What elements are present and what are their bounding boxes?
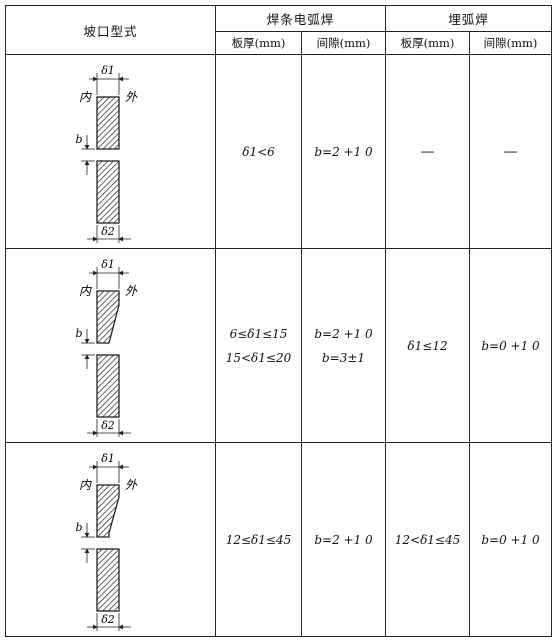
header-submerged-arc: 埋弧焊 (385, 5, 553, 32)
header-manual-arc: 焊条电弧焊 (214, 5, 387, 32)
cell-value: b=3±1 (321, 350, 366, 365)
cell-value: 15<δ1≤20 (225, 350, 292, 365)
diagram-b: b (75, 327, 82, 340)
groove-diagram-cell: δ1 内 外 b δ2 (5, 442, 216, 637)
row1-manual-gap: b=2 +1 0 (300, 54, 387, 249)
table-row: δ1 内 外 b δ2 12≤δ1≤45 (5, 442, 553, 637)
diagram-d1: δ1 (101, 64, 115, 77)
groove-diagram-square: δ1 内 外 b δ2 (75, 64, 137, 243)
diagram-outer: 外 (124, 478, 137, 492)
cell-value: δ1<6 (242, 144, 275, 159)
diagram-d1: δ1 (101, 258, 115, 271)
cell-value: b=2 +1 0 (314, 144, 373, 159)
row1-sub-gap: — (469, 54, 553, 249)
header-groove: 坡口型式 (5, 5, 216, 55)
diagram-d2: δ2 (101, 225, 115, 238)
diagram-inner: 内 (78, 90, 91, 104)
groove-diagram-bevel-land: δ1 内 外 b δ2 (75, 452, 137, 631)
cell-value: 12≤δ1≤45 (225, 532, 292, 547)
row1-manual-thickness: δ1<6 (215, 54, 302, 249)
cell-value: 6≤δ1≤15 (229, 326, 288, 341)
diagram-inner: 内 (78, 284, 91, 298)
header-sub-thickness: 板厚(mm) (385, 31, 471, 55)
diagram-b: b (75, 133, 82, 146)
row3-sub-thickness: 12<δ1≤45 (385, 442, 471, 637)
table-row: δ1 内 外 b δ2 (5, 54, 553, 249)
row3-manual-thickness: 12≤δ1≤45 (215, 442, 302, 637)
cell-value: 12<δ1≤45 (394, 532, 461, 547)
row2-sub-thickness: δ1≤12 (385, 248, 471, 443)
groove-diagram-cell: δ1 内 外 b δ2 (5, 54, 216, 249)
row2-manual-gap: b=2 +1 0 b=3±1 (300, 248, 387, 443)
table-row: δ1 内 外 b δ2 6≤δ1≤15 15 (5, 248, 553, 443)
cell-value: δ1≤12 (407, 338, 448, 353)
diagram-inner: 内 (78, 478, 91, 492)
cell-value: — (503, 143, 518, 160)
cell-value: b=0 +1 0 (481, 338, 540, 353)
diagram-b: b (75, 521, 82, 534)
row3-manual-gap: b=2 +1 0 (300, 442, 387, 637)
cell-value: b=2 +1 0 (314, 326, 373, 341)
diagram-outer: 外 (124, 284, 137, 298)
row2-sub-gap: b=0 +1 0 (469, 248, 553, 443)
header-manual-gap: 间隙(mm) (300, 31, 387, 55)
diagram-outer: 外 (124, 90, 137, 104)
diagram-d1: δ1 (101, 452, 115, 465)
header-sub-gap: 间隙(mm) (469, 31, 553, 55)
row2-manual-thickness: 6≤δ1≤15 15<δ1≤20 (215, 248, 302, 443)
diagram-d2: δ2 (101, 419, 115, 432)
cell-value: b=2 +1 0 (314, 532, 373, 547)
row3-sub-gap: b=0 +1 0 (469, 442, 553, 637)
diagram-d2: δ2 (101, 613, 115, 626)
groove-diagram-bevel: δ1 内 外 b δ2 (75, 258, 137, 437)
cell-value: — (420, 143, 435, 160)
cell-value: b=0 +1 0 (481, 532, 540, 547)
groove-table: 坡口型式 焊条电弧焊 埋弧焊 板厚(mm) 间隙(mm) 板厚(mm) 间隙(m… (5, 5, 553, 637)
groove-diagram-cell: δ1 内 外 b δ2 (5, 248, 216, 443)
row1-sub-thickness: — (385, 54, 471, 249)
header-manual-thickness: 板厚(mm) (215, 31, 302, 55)
